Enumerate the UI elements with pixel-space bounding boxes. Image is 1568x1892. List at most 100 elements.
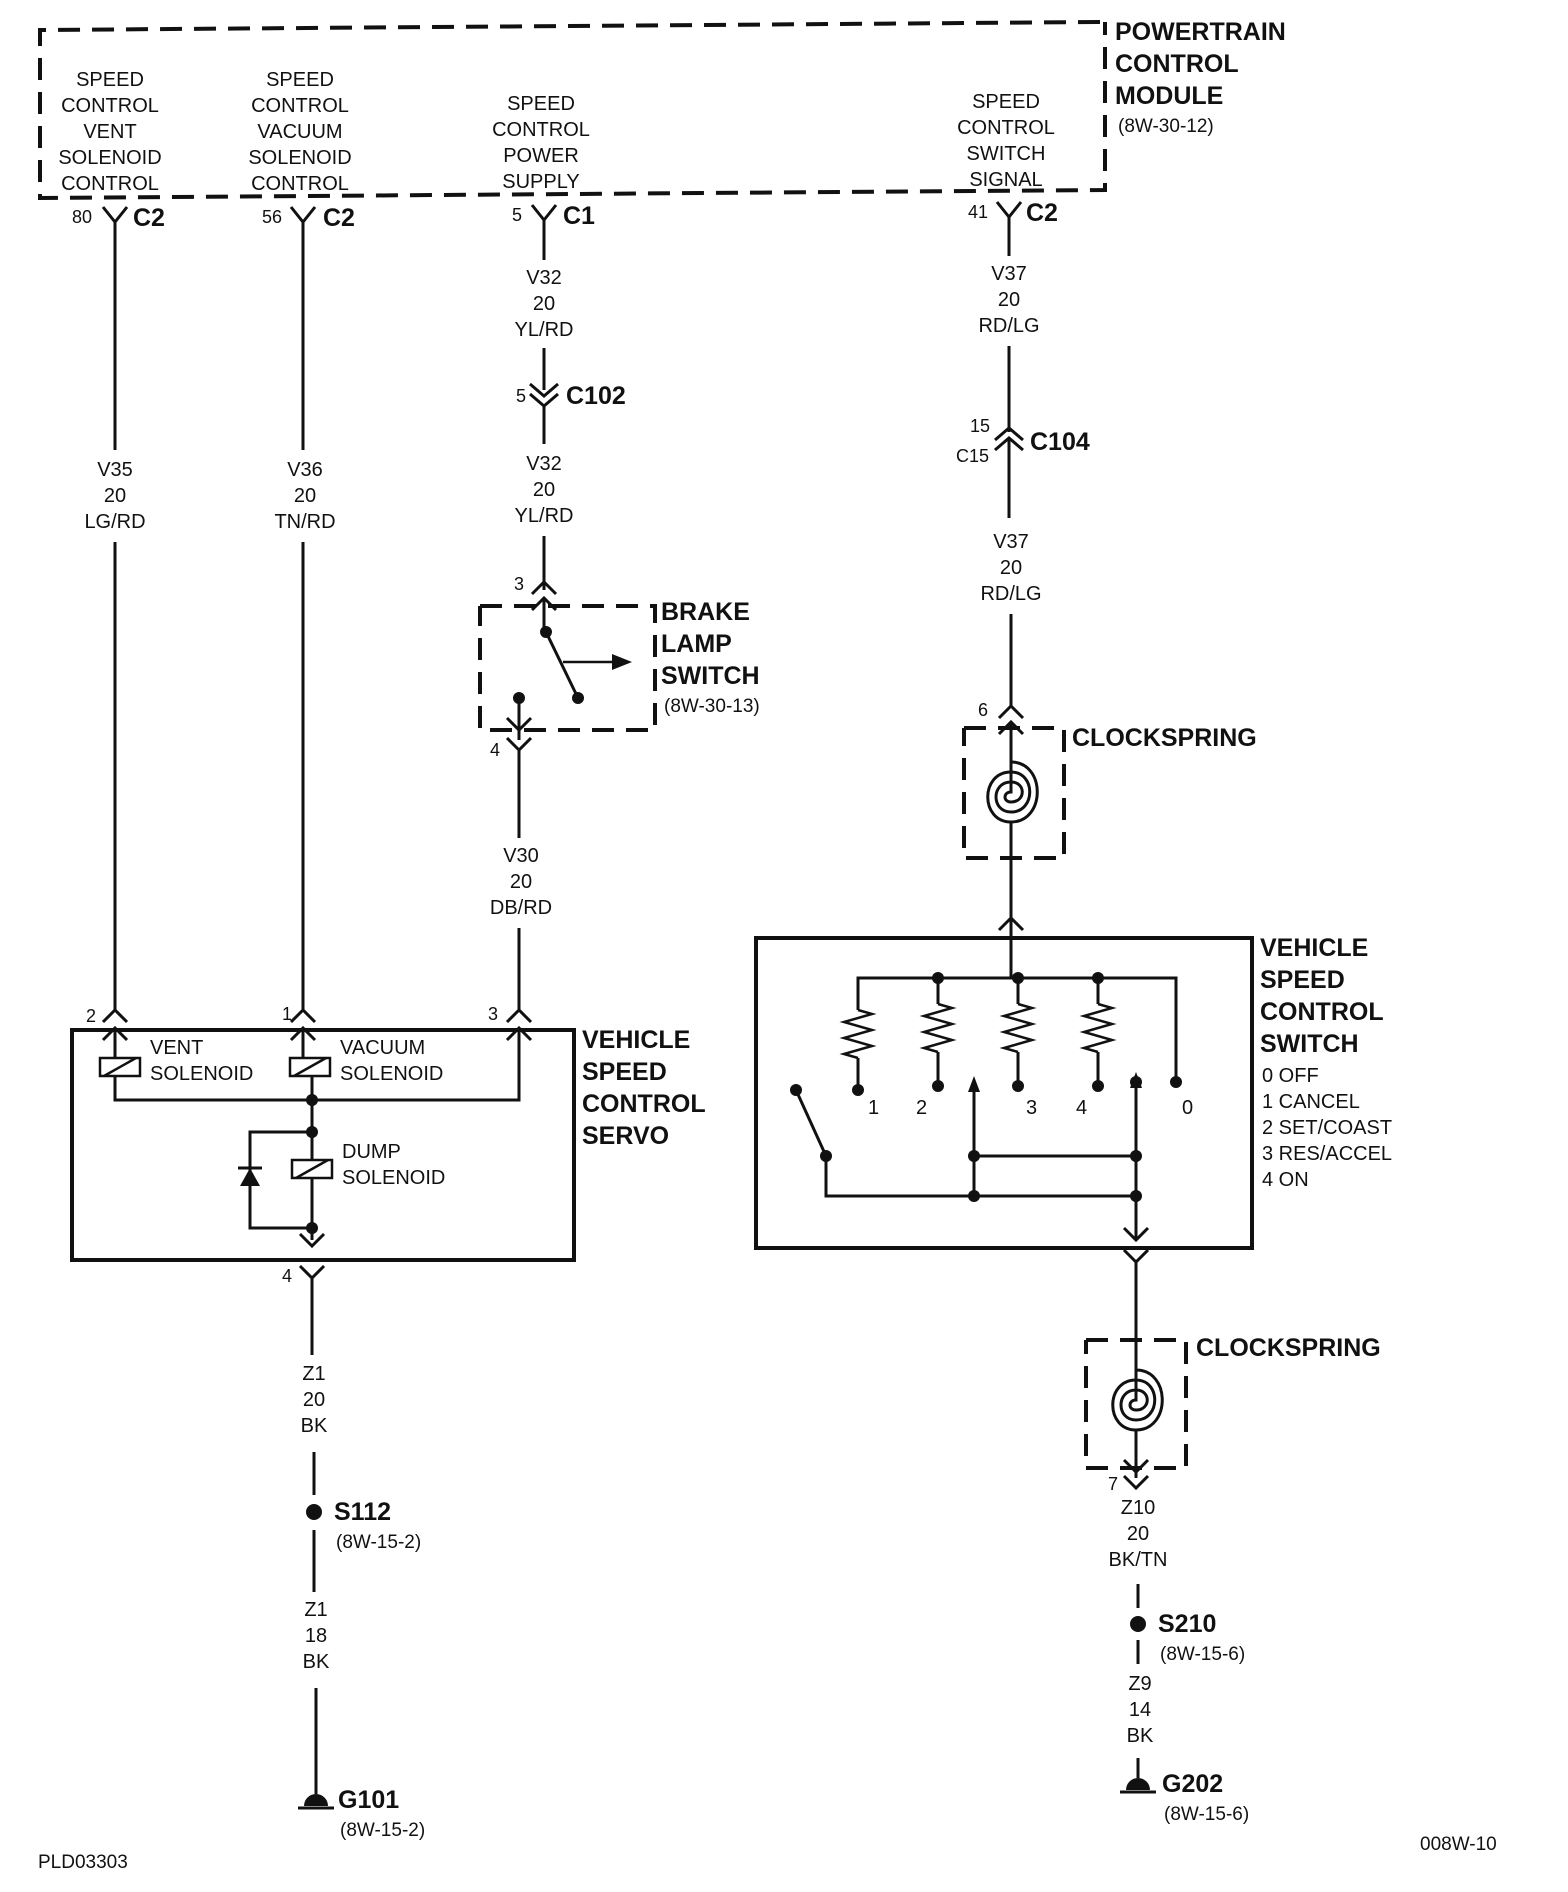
resistor-1 [842, 1008, 874, 1060]
vent-solenoid-label-1: VENT [150, 1037, 203, 1059]
speed-switch-legend-0: 0 OFF [1262, 1065, 1319, 1087]
svg-text:BK: BK [301, 1415, 328, 1437]
servo-dump-node-bottom [306, 1222, 318, 1234]
svg-text:LG/RD: LG/RD [84, 511, 145, 533]
svg-text:CONTROL: CONTROL [251, 173, 349, 195]
wire-v32-top-label: V32 20 YL/RD [515, 267, 574, 341]
resistor-3 [1002, 1002, 1034, 1054]
servo-pin-4: 4 [282, 1266, 292, 1286]
svg-text:20: 20 [303, 1389, 325, 1411]
brake-switch-boundary [478, 604, 657, 732]
wire-z1-bot-label: Z1 18 BK [303, 1599, 330, 1673]
servo-title-2: SPEED [582, 1058, 667, 1086]
clockspring-top-title: CLOCKSPRING [1072, 724, 1257, 752]
footer-right: 008W-10 [1420, 1834, 1497, 1855]
ground-g202-name: G202 [1162, 1770, 1223, 1798]
brake-switch-pin-in: 3 [514, 574, 524, 594]
position-contact-1 [852, 1084, 864, 1096]
svg-text:CONTROL: CONTROL [957, 117, 1055, 139]
speed-switch-terminal-out-2 [1122, 1248, 1150, 1265]
vacuum-solenoid-label-2: SOLENOID [340, 1063, 443, 1085]
clockspring-top-boundary [962, 726, 1066, 860]
svg-text:BK: BK [303, 1651, 330, 1673]
svg-text:Z9: Z9 [1128, 1673, 1151, 1695]
brake-switch-contact-b [572, 692, 584, 704]
svg-text:V37: V37 [993, 531, 1029, 553]
svg-text:CONTROL: CONTROL [61, 95, 159, 117]
pcm-title-3: MODULE [1115, 82, 1223, 110]
wire-v35-label: V35 20 LG/RD [84, 459, 145, 533]
svg-text:Z1: Z1 [304, 1599, 327, 1621]
wire-z1-top-label: Z1 20 BK [301, 1363, 328, 1437]
speed-switch-title-4: SWITCH [1260, 1030, 1359, 1058]
vent-solenoid-coil [98, 1056, 142, 1078]
svg-text:SOLENOID: SOLENOID [248, 147, 351, 169]
pcm-title-2: CONTROL [1115, 50, 1239, 78]
vacuum-solenoid-coil [288, 1056, 332, 1078]
clockspring-bottom-coil [1111, 1368, 1164, 1432]
brake-switch-terminal-out [505, 716, 533, 733]
pcm-pin-80: 80 [72, 207, 92, 227]
clockspring-bottom-terminal-2 [1122, 1474, 1150, 1491]
ground-g101-symbol [304, 1794, 328, 1806]
speed-switch-title-1: VEHICLE [1260, 934, 1368, 962]
position-label-0: 0 [1182, 1097, 1193, 1119]
svg-text:DB/RD: DB/RD [490, 897, 552, 919]
svg-text:V32: V32 [526, 267, 562, 289]
switch-node-0c [1130, 1076, 1142, 1088]
resistor-4 [1082, 1002, 1114, 1054]
pcm-terminal-power: SPEED CONTROL POWER SUPPLY [492, 93, 590, 193]
vacuum-solenoid-slash [293, 1056, 327, 1078]
speed-switch-title-2: SPEED [1260, 966, 1345, 994]
svg-text:SWITCH: SWITCH [967, 143, 1046, 165]
position-label-4: 4 [1076, 1097, 1087, 1119]
svg-text:SPEED: SPEED [972, 91, 1040, 113]
dump-solenoid-label-1: DUMP [342, 1141, 401, 1163]
speed-switch-box [754, 936, 1254, 1250]
svg-text:20: 20 [998, 289, 1020, 311]
position-label-2: 2 [916, 1097, 927, 1119]
position-label-3: 3 [1026, 1097, 1037, 1119]
switch-node-3b [968, 1190, 980, 1202]
servo-terminal-1 [289, 1007, 317, 1024]
svg-text:RD/LG: RD/LG [978, 315, 1039, 337]
pcm-pin-41-terminal [995, 201, 1023, 220]
brake-switch-ref: (8W-30-13) [664, 696, 760, 717]
resistor-2 [922, 1002, 954, 1054]
brake-switch-blade [544, 631, 580, 699]
wire-v37-bot-label: V37 20 RD/LG [980, 531, 1041, 605]
speed-switch-title-3: CONTROL [1260, 998, 1384, 1026]
pcm-conn-c1: C1 [563, 202, 595, 230]
brake-switch-pin-out: 4 [490, 740, 500, 760]
vent-solenoid-slash [103, 1056, 137, 1078]
servo-pin-3: 3 [488, 1004, 498, 1024]
vacuum-solenoid-label-1: VACUUM [340, 1037, 425, 1059]
svg-text:20: 20 [533, 479, 555, 501]
servo-diode [240, 1168, 260, 1186]
pcm-pin-5: 5 [512, 205, 522, 225]
clockspring-bottom-title: CLOCKSPRING [1196, 1334, 1381, 1362]
c104-terminal-a [994, 426, 1024, 442]
svg-text:SPEED: SPEED [266, 69, 334, 91]
clockspring-top-pin: 6 [978, 700, 988, 720]
c102-name: C102 [566, 382, 626, 410]
clockspring-top-coil [986, 760, 1039, 824]
svg-text:CONTROL: CONTROL [492, 119, 590, 141]
svg-text:20: 20 [294, 485, 316, 507]
svg-text:SPEED: SPEED [507, 93, 575, 115]
wire-z9-label: Z9 14 BK [1127, 1673, 1154, 1747]
svg-text:SOLENOID: SOLENOID [58, 147, 161, 169]
svg-text:14: 14 [1129, 1699, 1151, 1721]
clockspring-top-terminal [997, 703, 1025, 720]
svg-text:20: 20 [510, 871, 532, 893]
pcm-pin-56: 56 [262, 207, 282, 227]
ground-g101-ref: (8W-15-2) [340, 1820, 425, 1841]
servo-title-3: CONTROL [582, 1090, 706, 1118]
pcm-conn-c2-a: C2 [133, 204, 165, 232]
pcm-conn-c2-b: C2 [323, 204, 355, 232]
brake-switch-arrow [612, 654, 632, 670]
servo-box [70, 1028, 576, 1262]
wire-v30-label: V30 20 DB/RD [490, 845, 552, 919]
pcm-pin-80-terminal [101, 206, 129, 225]
